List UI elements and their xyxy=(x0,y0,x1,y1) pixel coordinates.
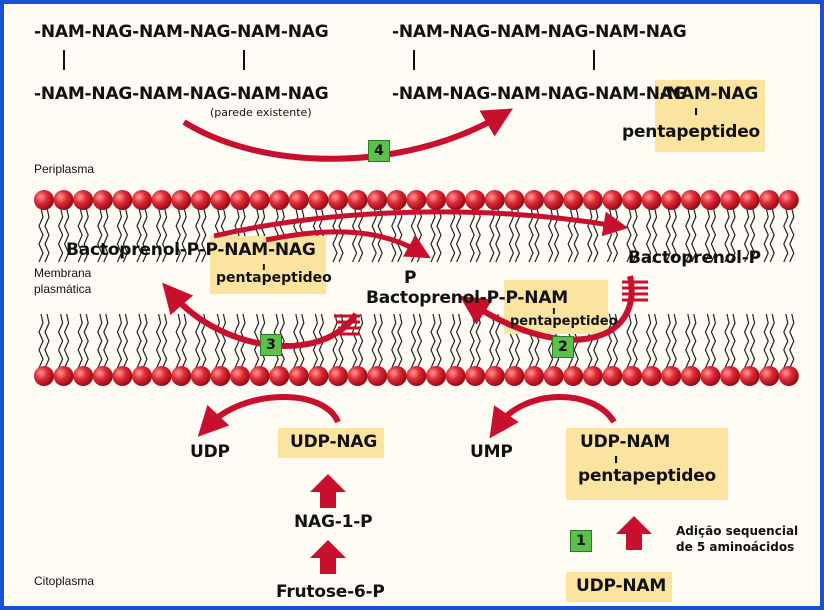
bactoprenol-p-label: Bactoprenol-P xyxy=(628,248,761,268)
bactoprenol-pp-nam-label: Bactoprenol-P-P-NAM xyxy=(366,288,568,308)
wall-new-unit: -NAM-NAG xyxy=(660,84,758,104)
membrane-pentapeptide-mid: pentapeptideo xyxy=(510,314,618,329)
udp-nam-to-ump-arrow xyxy=(498,397,614,426)
wall-right-bottom-chain: -NAM-NAG-NAM-NAG-NAM-NAG xyxy=(392,84,686,104)
membrane-label-line2: plasmática xyxy=(34,282,91,296)
membrane-label-line1: Membrana xyxy=(34,266,91,280)
ump-label: UMP xyxy=(470,442,513,462)
nag-1-p-label: NAG-1-P xyxy=(294,512,372,532)
membrane-pentapeptide-left: pentapeptideo xyxy=(216,270,332,286)
existing-wall-label: (parede existente) xyxy=(210,106,312,119)
step-2-badge: 2 xyxy=(552,336,574,358)
wall-new-pentapeptide: pentapeptideo xyxy=(622,122,760,142)
step-3-badge: 3 xyxy=(260,334,282,356)
bactoprenol-transfer-arrow xyxy=(214,212,616,236)
wall-left-bottom-chain: -NAM-NAG-NAM-NAG-NAM-NAG xyxy=(34,84,328,104)
wall-left-top-chain: -NAM-NAG-NAM-NAG-NAM-NAG xyxy=(34,22,328,42)
nag1p-to-udpnag-arrow xyxy=(310,474,346,508)
addition-line-1: Adição sequencial xyxy=(676,524,798,538)
cytoplasm-label: Citoplasma xyxy=(34,574,94,588)
phosphate-label: P xyxy=(404,268,416,288)
step-1-badge: 1 xyxy=(570,530,592,552)
step2-striped-tail xyxy=(622,282,648,300)
frutose-6-p-label: Frutose-6-P xyxy=(276,582,385,602)
udp-nam-pentapeptide-bottom: pentapeptideo xyxy=(578,466,716,486)
wall-right-top-chain: -NAM-NAG-NAM-NAG-NAM-NAG xyxy=(392,22,686,42)
bactoprenol-pp-nam-nag-label: Bactoprenol-P-P-NAM-NAG xyxy=(66,240,316,260)
udp-label: UDP xyxy=(190,442,230,462)
udp-nam-pentapeptide-top: UDP-NAM xyxy=(580,432,670,452)
step4-arrow xyxy=(184,116,500,159)
crosslink-bars xyxy=(64,50,594,70)
udp-nag-label: UDP-NAG xyxy=(290,432,377,452)
new-unit-connector: ı xyxy=(694,104,698,118)
udp-nag-to-udp-arrow xyxy=(208,397,338,426)
step-4-badge: 4 xyxy=(368,140,390,162)
frutose-to-nag1p-arrow xyxy=(310,540,346,574)
addition-line-2: de 5 aminoácidos xyxy=(676,540,794,554)
diagram-frame: -NAM-NAG-NAM-NAG-NAM-NAG -NAM-NAG-NAM-NA… xyxy=(4,4,820,606)
udp-nam-connector: ı xyxy=(614,452,618,466)
udpnam-to-pentapeptide-arrow xyxy=(616,516,652,550)
udp-nam-bottom-label: UDP-NAM xyxy=(576,576,666,596)
periplasm-label: Periplasma xyxy=(34,162,94,176)
